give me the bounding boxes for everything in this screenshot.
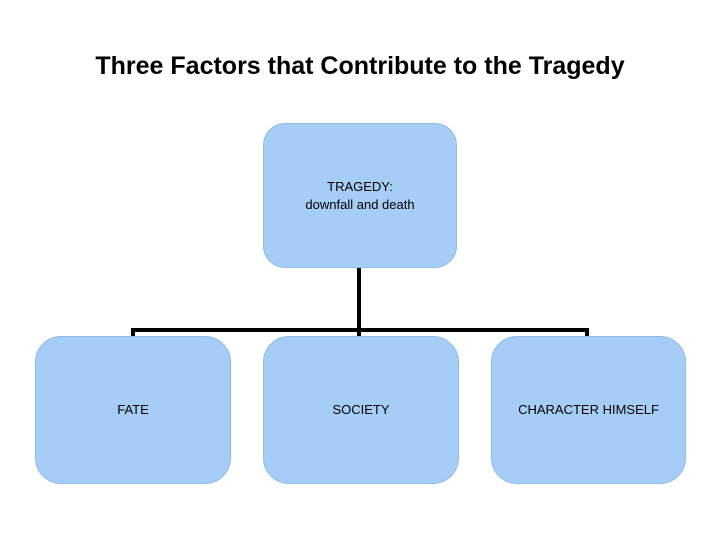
connector-drop-society xyxy=(357,328,361,340)
connector-root-stem xyxy=(357,268,361,332)
page-title: Three Factors that Contribute to the Tra… xyxy=(95,52,625,80)
node-tragedy-root-label: TRAGEDY: downfall and death xyxy=(305,178,415,212)
connector-drop-fate xyxy=(131,328,135,340)
node-character-himself-label: CHARACTER HIMSELF xyxy=(518,402,659,418)
node-tragedy-root[interactable]: TRAGEDY: downfall and death xyxy=(263,123,457,268)
node-character-himself[interactable]: CHARACTER HIMSELF xyxy=(491,336,686,484)
node-fate-label: FATE xyxy=(117,402,149,418)
node-society-label: SOCIETY xyxy=(332,402,390,418)
node-society[interactable]: SOCIETY xyxy=(263,336,459,484)
connector-drop-character xyxy=(585,328,589,340)
node-fate[interactable]: FATE xyxy=(35,336,231,484)
